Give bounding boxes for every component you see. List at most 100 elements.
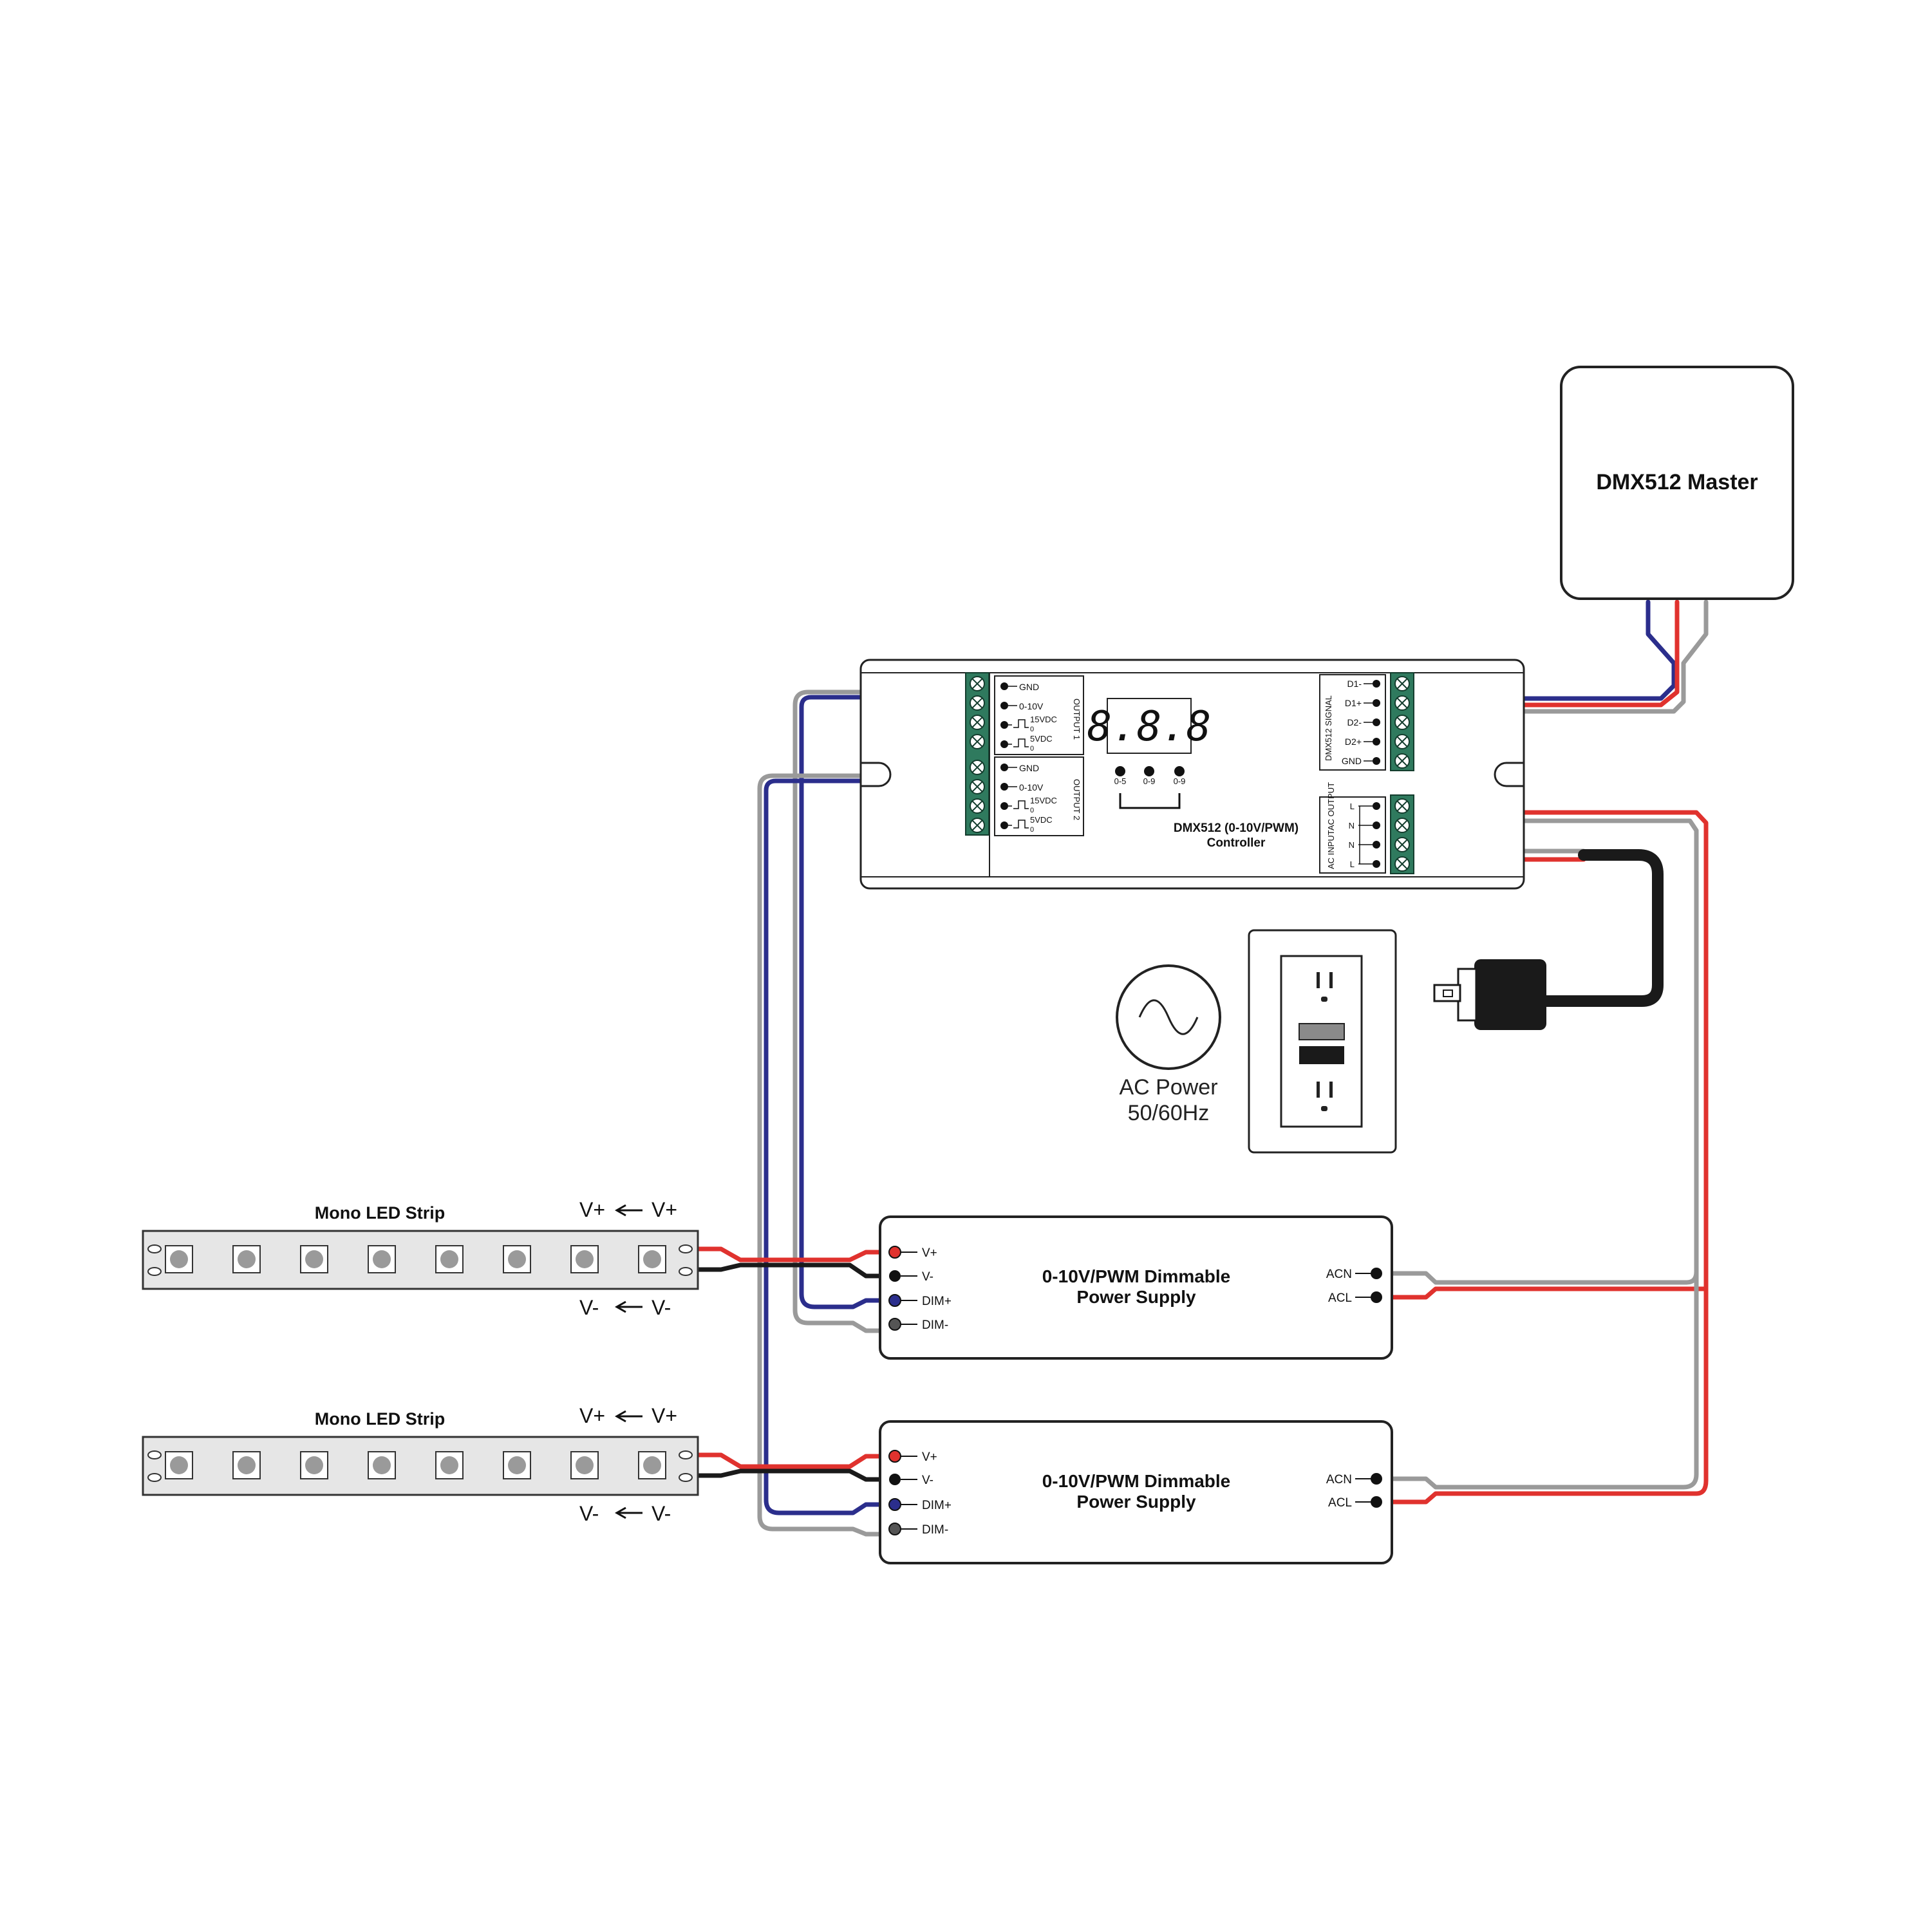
out2-15vdc-label: 15VDC [1030, 796, 1057, 805]
wire-out1-010v [799, 695, 975, 1309]
out1-5vdc-low: 0 [1030, 745, 1034, 753]
ac-power-line1: AC Power [1119, 1075, 1217, 1100]
dmx-terminal-block [1390, 672, 1414, 771]
wire-strip2-vminus [696, 1468, 894, 1482]
mount-slot-right [1494, 762, 1524, 787]
power-supply-2: V+ V- DIM+ DIM- 0-10V/PWM Dimmable Power… [879, 1420, 1393, 1564]
ac-terminal-block [1390, 794, 1414, 874]
dmx-d2-plus-label: D2+ [1345, 736, 1362, 747]
wire-ps2-acl [1388, 1282, 1709, 1505]
wire-dmx-d1-plus [1411, 599, 1680, 708]
ps1-dimplus-label: DIM+ [922, 1295, 952, 1308]
strip2-vplus-right: V+ [652, 1404, 677, 1427]
power-supply-1: V+ V- DIM+ DIM- 0-10V/PWM Dimmable Power… [879, 1215, 1393, 1360]
ac-in-n-label: N [1349, 840, 1355, 850]
output2-label: OUTPUT 2 [1072, 779, 1082, 820]
button-3-label: 0-9 [1174, 776, 1186, 786]
ps1-acl-label: ACL [1328, 1291, 1352, 1305]
strip2-vminus-left: V- [579, 1502, 599, 1525]
ps1-title-1: 0-10V/PWM Dimmable [1042, 1266, 1231, 1286]
ps2-acn-label: ACN [1326, 1473, 1352, 1487]
out1-010v-label: 0-10V [1019, 701, 1044, 711]
ps2-dimplus-label: DIM+ [922, 1499, 952, 1512]
wire-out1-gnd [792, 681, 975, 1333]
strip2-leds [165, 1451, 666, 1479]
led-strip-2: Mono LED Strip V+ V+ V- V- [142, 1404, 699, 1525]
wire-strip2-vplus [696, 1452, 894, 1469]
led-strip-1: Mono LED Strip V+ V+ V- V- [142, 1198, 699, 1319]
strip2-vminus-arrow-icon [614, 1506, 642, 1519]
out2-5vdc-label: 5VDC [1030, 815, 1053, 825]
ac-out-n-label: N [1349, 821, 1355, 830]
ps1-acn-label: ACN [1326, 1268, 1352, 1281]
ps1-vminus-label: V- [922, 1270, 933, 1284]
ps1-dimminus-label: DIM- [922, 1318, 948, 1332]
controller: GND 0-10V 15VDC 0 5VDC 0 OUTPUT 1 GND 0-… [859, 659, 1525, 890]
ac-power-line2: 50/60Hz [1128, 1101, 1210, 1125]
controller-title-1: DMX512 (0-10V/PWM) [1174, 821, 1299, 835]
out2-15vdc-low: 0 [1030, 807, 1034, 814]
out1-15vdc-label: 15VDC [1030, 715, 1057, 724]
strip1-vplus-left: V+ [579, 1198, 605, 1221]
output1-label: OUTPUT 1 [1072, 699, 1082, 740]
dmx512-master: DMX512 Master [1560, 366, 1794, 600]
strip1-vminus-arrow-icon [614, 1300, 642, 1313]
ac-power-symbol: AC Power 50/60Hz [1116, 964, 1221, 1125]
wire-out2-gnd [757, 765, 975, 1537]
ac-out-l-label: L [1350, 802, 1355, 811]
sine-wave-icon [1138, 999, 1199, 1035]
ps1-ac-terminals: ACN ACL [1326, 1268, 1382, 1305]
ac-box: L N N L AC OUTPUT AC INPUT [1319, 782, 1386, 874]
strip1-vminus-right: V- [652, 1296, 671, 1319]
strip1-vminus-left: V- [579, 1296, 599, 1319]
dmx-signal-box: D1- D1+ D2- D2+ GND DMX512 SIGNAL [1319, 674, 1386, 771]
ac-output-label: AC OUTPUT [1326, 782, 1336, 830]
ps2-dimminus-label: DIM- [922, 1523, 948, 1537]
ps2-input-terminals: V+ V- DIM+ DIM- [888, 1450, 952, 1537]
strip2-vplus-left: V+ [579, 1404, 605, 1427]
power-cord [1539, 849, 1664, 1007]
ps2-acl-label: ACL [1328, 1496, 1352, 1510]
segment-display: 8.8.8 [1087, 698, 1212, 754]
ps2-vminus-label: V- [922, 1474, 933, 1487]
ac-input-label: AC INPUT [1326, 830, 1336, 869]
power-plug [1433, 959, 1546, 1030]
ps2-title-2: Power Supply [1076, 1492, 1196, 1512]
button-2-label: 0-9 [1143, 776, 1156, 786]
outlet-test-button [1299, 1023, 1345, 1040]
button-1-label: 0-5 [1114, 776, 1127, 786]
ac-in-l-label: L [1350, 859, 1355, 869]
wire-strip1-vminus [696, 1262, 894, 1279]
mount-slot-left [861, 762, 892, 787]
out2-gnd-label: GND [1019, 763, 1039, 773]
display-value: 8.8.8 [1087, 703, 1212, 751]
selector-buttons: 0-5 0-9 0-9 [1114, 766, 1186, 809]
strip2-label: Mono LED Strip [315, 1409, 445, 1429]
dmx-gnd-label: GND [1342, 756, 1362, 766]
ps1-input-terminals: V+ V- DIM+ DIM- [888, 1246, 952, 1332]
strip1-leds [165, 1245, 666, 1273]
wire-ps1-acn [1388, 1269, 1699, 1285]
controller-title-2: Controller [1207, 836, 1266, 850]
ps2-vplus-label: V+ [922, 1450, 937, 1464]
master-label: DMX512 Master [1596, 470, 1758, 494]
button-1[interactable] [1115, 766, 1125, 776]
dmx-d1-plus-label: D1+ [1345, 698, 1362, 708]
out2-5vdc-low: 0 [1030, 826, 1034, 834]
strip2-vplus-arrow-icon [614, 1410, 642, 1423]
button-3[interactable] [1174, 766, 1185, 776]
ps2-title-1: 0-10V/PWM Dimmable [1042, 1471, 1231, 1491]
ps1-vplus-label: V+ [922, 1246, 937, 1260]
out1-5vdc-label: 5VDC [1030, 734, 1053, 744]
button-2[interactable] [1144, 766, 1154, 776]
strip1-vplus-arrow-icon [614, 1204, 642, 1217]
dmx-d1-minus-label: D1- [1347, 679, 1362, 689]
dmx-d2-minus-label: D2- [1347, 717, 1362, 727]
out1-gnd-label: GND [1019, 682, 1039, 692]
wire-out2-010v [764, 778, 975, 1515]
wire-strip1-vplus [696, 1246, 894, 1262]
out1-15vdc-low: 0 [1030, 726, 1034, 733]
strip2-vminus-right: V- [652, 1502, 671, 1525]
wall-outlet [1248, 929, 1397, 1154]
